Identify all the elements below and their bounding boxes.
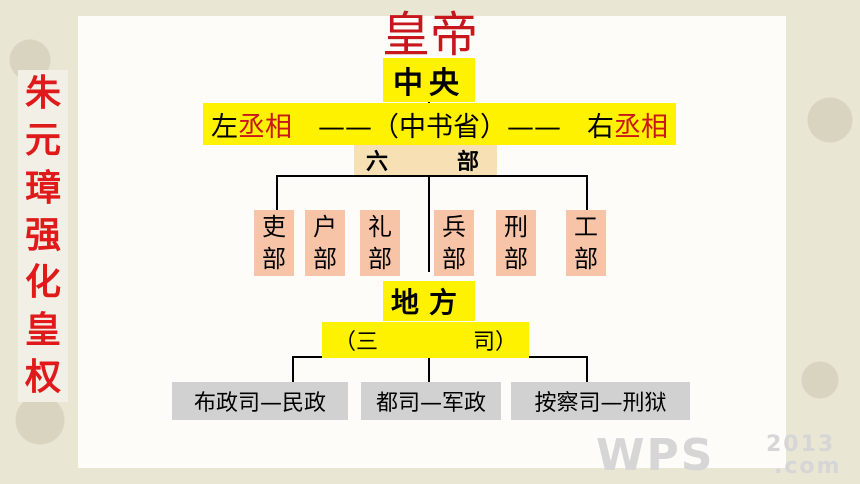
office-drop-line (428, 356, 430, 382)
local-government-box: 地方 (383, 281, 475, 321)
ministry-works: 工部 (566, 210, 606, 276)
side-title-char: 璋 (24, 167, 61, 209)
side-title-char: 皇 (24, 309, 61, 351)
emperor-title: 皇帝 (381, 7, 478, 63)
side-title-char: 元 (24, 120, 61, 162)
secretariat-label: ——（中书省）—— (318, 111, 561, 143)
ministry-drop-line (586, 175, 588, 211)
three-offices-box: （三 司） (322, 322, 529, 358)
central-government-box: 中央 (383, 58, 475, 102)
ministry-drop-line (276, 175, 278, 211)
right-chancellor: 右丞相 (587, 111, 668, 143)
side-title-char: 权 (24, 356, 61, 398)
office-military: 都司—军政 (361, 382, 501, 420)
left-chancellor: 左丞相 (211, 111, 292, 143)
office-drop-line (292, 356, 294, 382)
main-vertical-line (428, 100, 430, 272)
office-civil: 布政司—民政 (172, 382, 348, 420)
office-judicial: 按察司—刑狱 (511, 382, 690, 420)
side-title-char: 朱 (24, 73, 61, 114)
six-ministries-char: 部 (456, 150, 479, 175)
side-title-char: 化 (24, 262, 61, 304)
ministries-horizontal-line (276, 175, 588, 177)
six-ministries-char: 六 (366, 150, 389, 175)
side-title-char: 强 (24, 214, 61, 256)
ministry-rites: 礼部 (360, 210, 400, 276)
six-ministries-box: 六 部 (354, 145, 497, 175)
ministry-justice: 刑部 (496, 210, 536, 276)
office-drop-line (586, 356, 588, 382)
wps-watermark: WPS 2013 .com (596, 430, 842, 481)
side-title: 朱 元 璋 强 化 皇 权 (18, 70, 68, 402)
chancellor-row: 左丞相 ——（中书省）—— 右丞相 (203, 103, 676, 145)
ministry-personnel: 吏部 (254, 210, 294, 276)
ministry-revenue: 户部 (305, 210, 345, 276)
ministry-war: 兵部 (434, 210, 474, 276)
